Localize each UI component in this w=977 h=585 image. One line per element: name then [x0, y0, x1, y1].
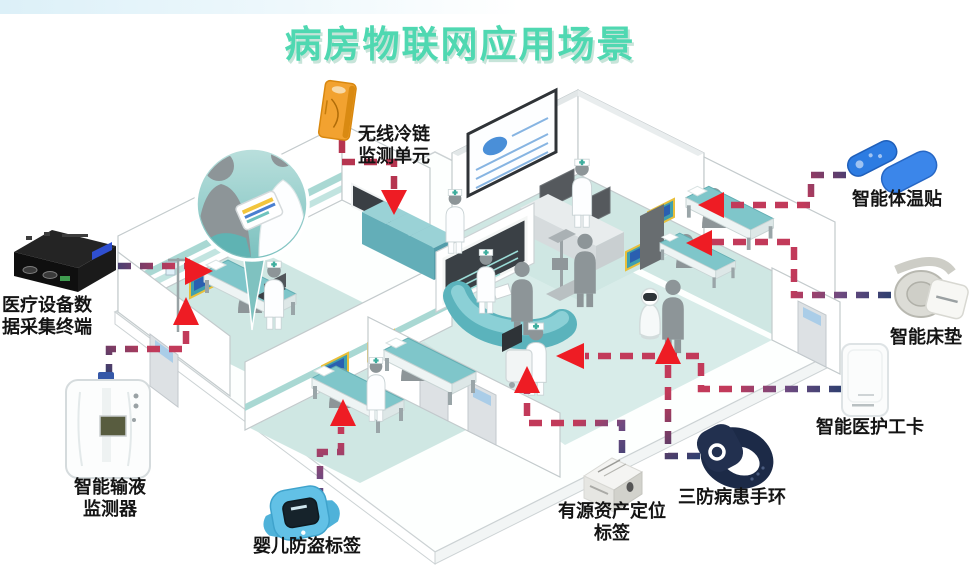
label-staff-card: 智能医护工卡 — [816, 417, 924, 437]
patient-wristband-image — [696, 424, 774, 489]
label-infusion-monitor: 智能输液 监测器 — [74, 477, 146, 519]
connector-asset-tag — [523, 393, 626, 453]
staff-card-image — [841, 343, 889, 417]
arrow-left-icon — [686, 230, 712, 256]
label-patient-wristband: 三防病患手环 — [678, 487, 786, 507]
temperature-patch-image — [846, 139, 938, 194]
arrow-left-icon — [698, 192, 724, 218]
arrow-right-icon — [185, 257, 213, 285]
arrow-down-icon — [381, 190, 407, 215]
connector-staff-card — [585, 352, 842, 393]
bubble-handheld-device — [235, 190, 284, 231]
asset-location-tag-image — [582, 457, 644, 513]
service-robot — [638, 287, 662, 340]
arrow-up-icon — [330, 399, 356, 426]
smart-mattress-image — [894, 257, 969, 320]
label-temperature-patch: 智能体温贴 — [852, 189, 942, 209]
baby-anti-theft-tag-image — [263, 485, 340, 541]
connector-mattress — [712, 238, 891, 299]
connector-cold-chain — [338, 140, 398, 190]
label-medical-data-terminal: 医疗设备数 据采集终端 — [2, 295, 92, 337]
label-cold-chain-unit: 无线冷链 监测单元 — [358, 124, 430, 166]
whiteboard — [466, 87, 558, 199]
arrow-up-icon — [514, 366, 540, 393]
medical-data-terminal-image — [14, 230, 116, 292]
arrow-up-icon — [655, 337, 681, 364]
arrow-left-icon — [556, 343, 584, 369]
page-title: 病房物联网应用场景 — [284, 24, 636, 65]
label-smart-mattress: 智能床垫 — [890, 327, 962, 347]
arrow-up-icon — [173, 297, 199, 325]
cold-chain-unit-image — [317, 79, 357, 141]
arrowheads — [173, 190, 724, 426]
connectors — [105, 140, 891, 523]
connector-infusion — [105, 325, 190, 377]
label-asset-location-tag: 有源资产定位 标签 — [558, 501, 666, 543]
label-baby-anti-theft-tag: 婴儿防盗标签 — [253, 536, 361, 556]
connector-temp-patch — [725, 171, 846, 209]
device-illustrations — [14, 79, 969, 541]
medicine-cabinets — [362, 201, 456, 280]
monitoring-desks — [520, 168, 664, 270]
top-gradient-strip — [0, 0, 520, 14]
connector-wristband — [664, 364, 700, 460]
infusion-monitor-image — [65, 372, 151, 479]
